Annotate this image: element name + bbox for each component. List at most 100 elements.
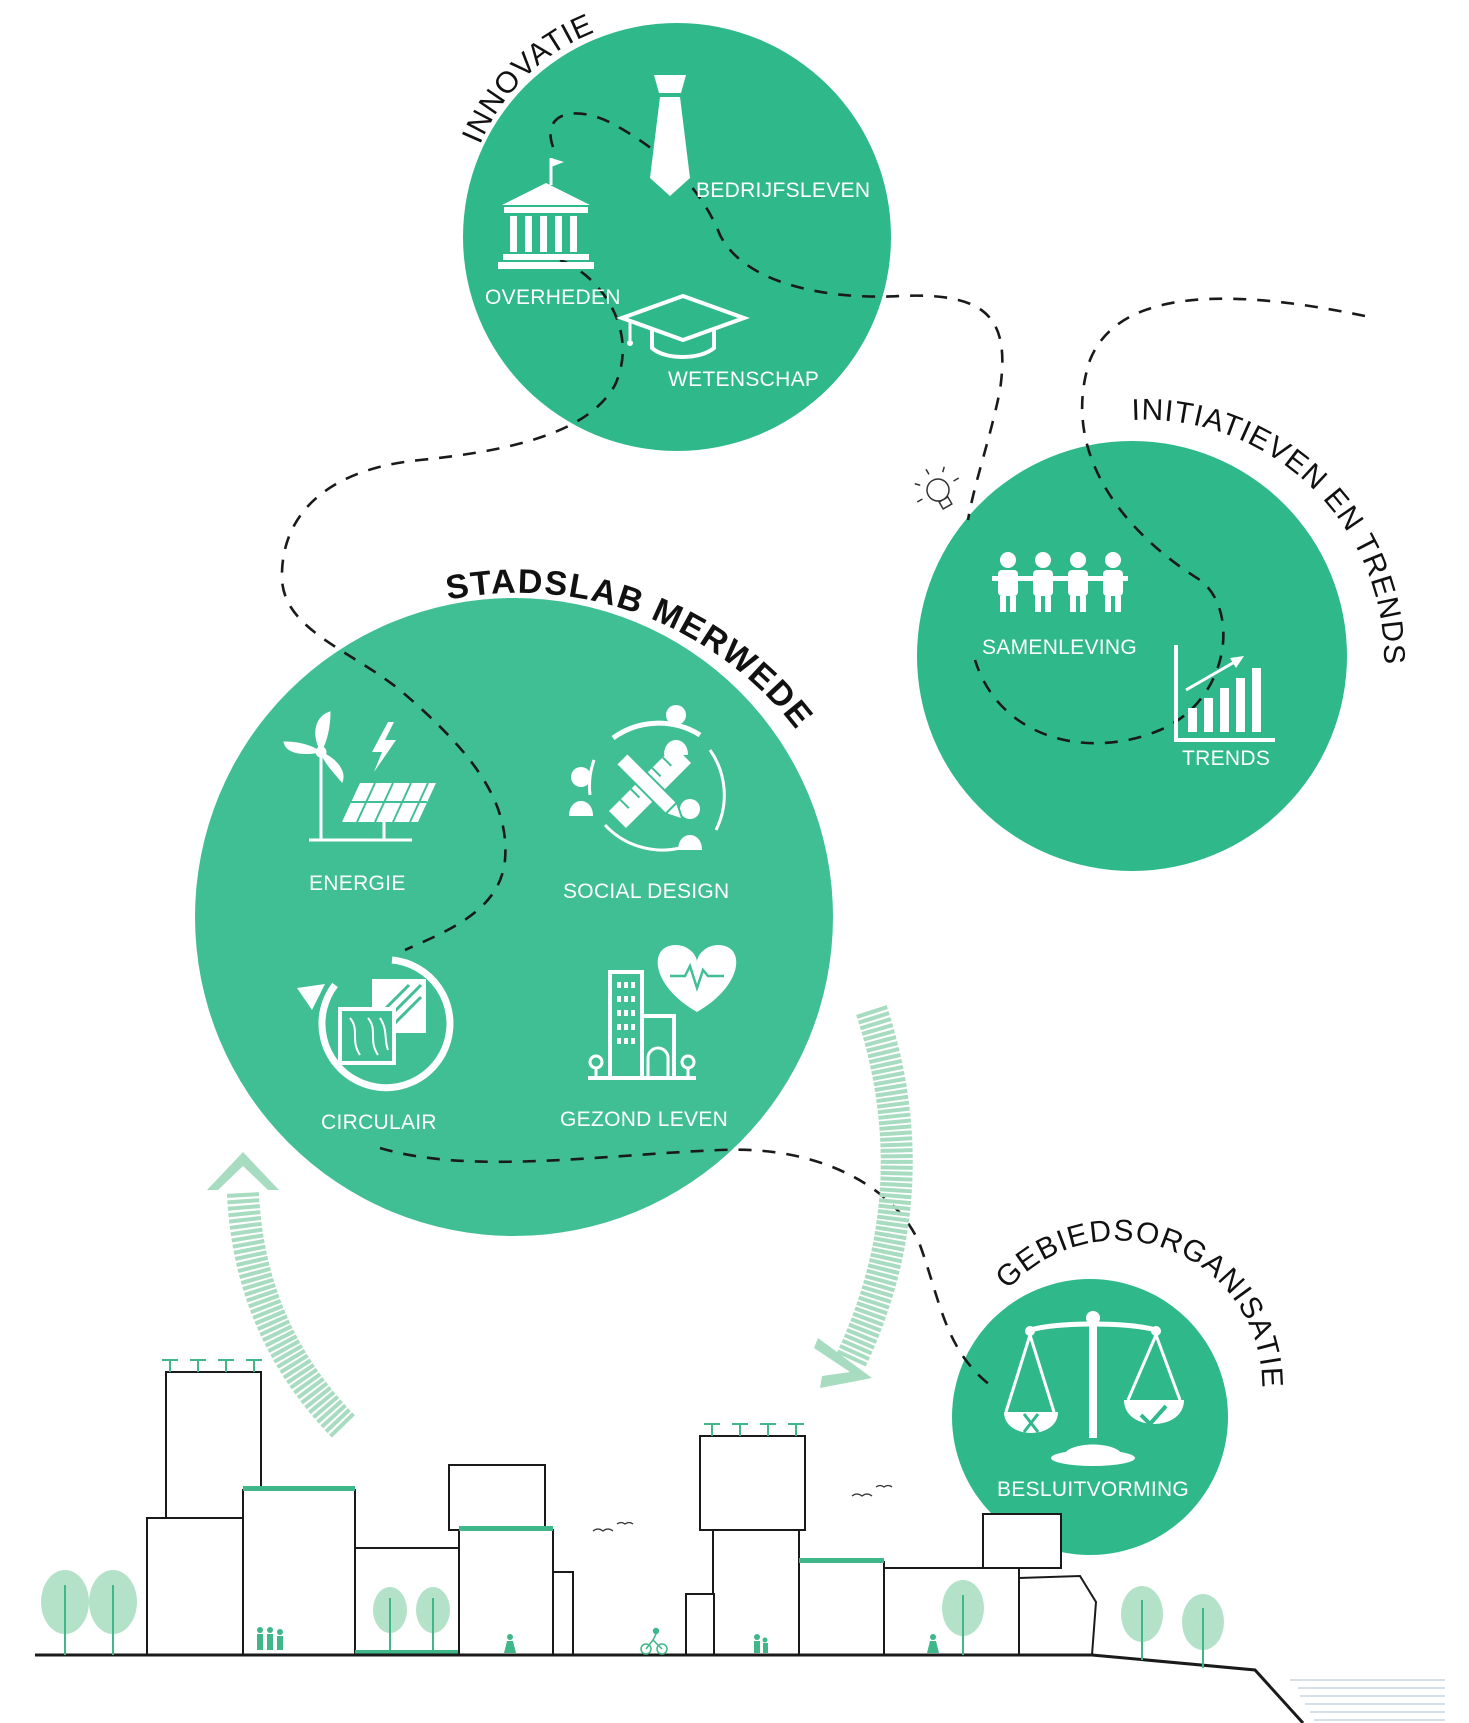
samenleving-label: SAMENLEVING <box>982 636 1137 659</box>
arrow-stripe <box>839 1344 870 1361</box>
arrow-stripe <box>866 1041 899 1053</box>
arrow-stripe <box>848 1322 880 1339</box>
arrow-stripe <box>859 1017 892 1031</box>
solar-panel-icon <box>342 782 436 840</box>
graduation-cap-icon <box>616 293 750 359</box>
arrow-stripe <box>320 1403 347 1429</box>
arrow-stripe <box>229 1221 262 1230</box>
arrow-stripe <box>324 1408 351 1433</box>
arrow-stripe <box>240 1272 273 1285</box>
wind-turbine-icon <box>283 711 412 842</box>
arrow-stripe <box>250 1298 282 1315</box>
arrow-stripe <box>879 1192 912 1200</box>
arrow-stripe <box>852 1311 884 1327</box>
arrow-stripe <box>880 1170 913 1176</box>
scales-of-justice-icon <box>1004 1311 1184 1466</box>
arrow-stripe <box>296 1377 325 1400</box>
arrow-stripe <box>871 1064 904 1076</box>
tie-icon <box>650 75 690 196</box>
arrow-stripe <box>237 1261 270 1274</box>
arrow-stripe <box>864 1274 897 1287</box>
arrow-stripe <box>876 1100 910 1109</box>
up-arrow-striped <box>226 1192 355 1438</box>
arrow-stripe <box>233 1244 266 1255</box>
arrow-stripe <box>861 1284 894 1299</box>
bicycle-icon <box>640 1627 668 1655</box>
arrow-stripe <box>859 1290 892 1304</box>
arrow-stripe <box>880 1142 913 1148</box>
arrow-stripe <box>244 1283 276 1297</box>
social-design-label: SOCIAL DESIGN <box>563 880 730 903</box>
arrow-stripe <box>252 1304 284 1320</box>
down-arrow-head <box>814 1338 872 1388</box>
arrow-stripe <box>880 1181 913 1188</box>
arrow-stripe <box>877 1209 910 1217</box>
energie-label: ENERGIE <box>309 872 406 895</box>
arrow-stripe <box>282 1358 312 1380</box>
arrow-stripe <box>286 1363 315 1385</box>
arrow-stripe <box>316 1399 343 1424</box>
arrow-stripe <box>276 1348 306 1369</box>
up-arrow-head <box>207 1152 279 1190</box>
arrow-stripe <box>875 1088 908 1098</box>
arrow-stripe <box>868 1053 901 1065</box>
arrow-stripe <box>228 1215 262 1224</box>
arrow-stripe <box>864 1035 897 1048</box>
arrow-stripe <box>843 1333 875 1350</box>
stadslab-circle <box>195 598 833 1236</box>
arrow-stripe <box>878 1112 911 1120</box>
arrow-stripe <box>259 1319 291 1337</box>
government-building-icon <box>498 158 594 269</box>
arrow-stripe <box>867 1047 900 1059</box>
arrow-stripe <box>877 1106 910 1115</box>
arrow-stripe <box>312 1395 340 1419</box>
arrow-stripe <box>236 1255 269 1267</box>
people-holding-hands-icon <box>992 552 1128 612</box>
arrow-stripe <box>863 1029 895 1042</box>
arrow-stripe <box>874 1230 907 1241</box>
arrow-stripe <box>867 1263 900 1275</box>
arrow-stripe <box>246 1288 278 1303</box>
arrow-stripe <box>861 1023 894 1036</box>
arrow-stripe <box>880 1136 913 1142</box>
arrow-stripe <box>248 1293 280 1309</box>
arrow-stripe <box>850 1317 882 1333</box>
cityscape <box>35 1359 1445 1723</box>
down-arrow-striped <box>836 1005 913 1367</box>
building-health-heart-icon <box>588 945 737 1080</box>
trees <box>41 1570 1224 1668</box>
arrow-stripe <box>231 1233 264 1243</box>
arrow-stripe <box>878 1203 911 1211</box>
arrow-stripe <box>878 1118 912 1126</box>
circular-recycle-icon <box>297 956 454 1092</box>
arrow-stripe <box>858 1295 890 1310</box>
arrow-stripe <box>227 1204 260 1211</box>
arrow-stripe <box>879 1124 912 1131</box>
arrow-stripe <box>878 1198 912 1206</box>
arrow-stripe <box>270 1339 301 1359</box>
arrow-stripe <box>873 1076 906 1087</box>
arrow-stripe <box>871 1247 904 1258</box>
arrow-stripe <box>863 1279 895 1293</box>
people-design-tools-icon <box>569 705 726 852</box>
arrow-stripe <box>242 1277 275 1291</box>
arrow-stripe <box>875 1225 908 1235</box>
route-dashed-line <box>280 112 1366 1387</box>
arrow-stripe <box>256 1314 288 1331</box>
arrow-stripe <box>226 1192 260 1198</box>
arrow-stripe <box>876 1214 910 1223</box>
arrow-stripe <box>329 1412 355 1438</box>
arrow-stripe <box>857 1011 890 1025</box>
lightbulb-icon <box>914 466 960 510</box>
arrow-stripe <box>262 1324 293 1342</box>
arrow-stripe <box>880 1148 913 1153</box>
arrow-stripe <box>234 1250 267 1261</box>
trends-label: TRENDS <box>1182 747 1270 770</box>
bar-chart-trend-icon <box>1174 645 1275 742</box>
arrow-stripe <box>856 1301 888 1316</box>
arrow-stripe <box>866 1268 899 1281</box>
arrow-stripe <box>227 1198 260 1205</box>
arrow-stripe <box>230 1227 263 1237</box>
arrow-stripe <box>267 1334 298 1353</box>
